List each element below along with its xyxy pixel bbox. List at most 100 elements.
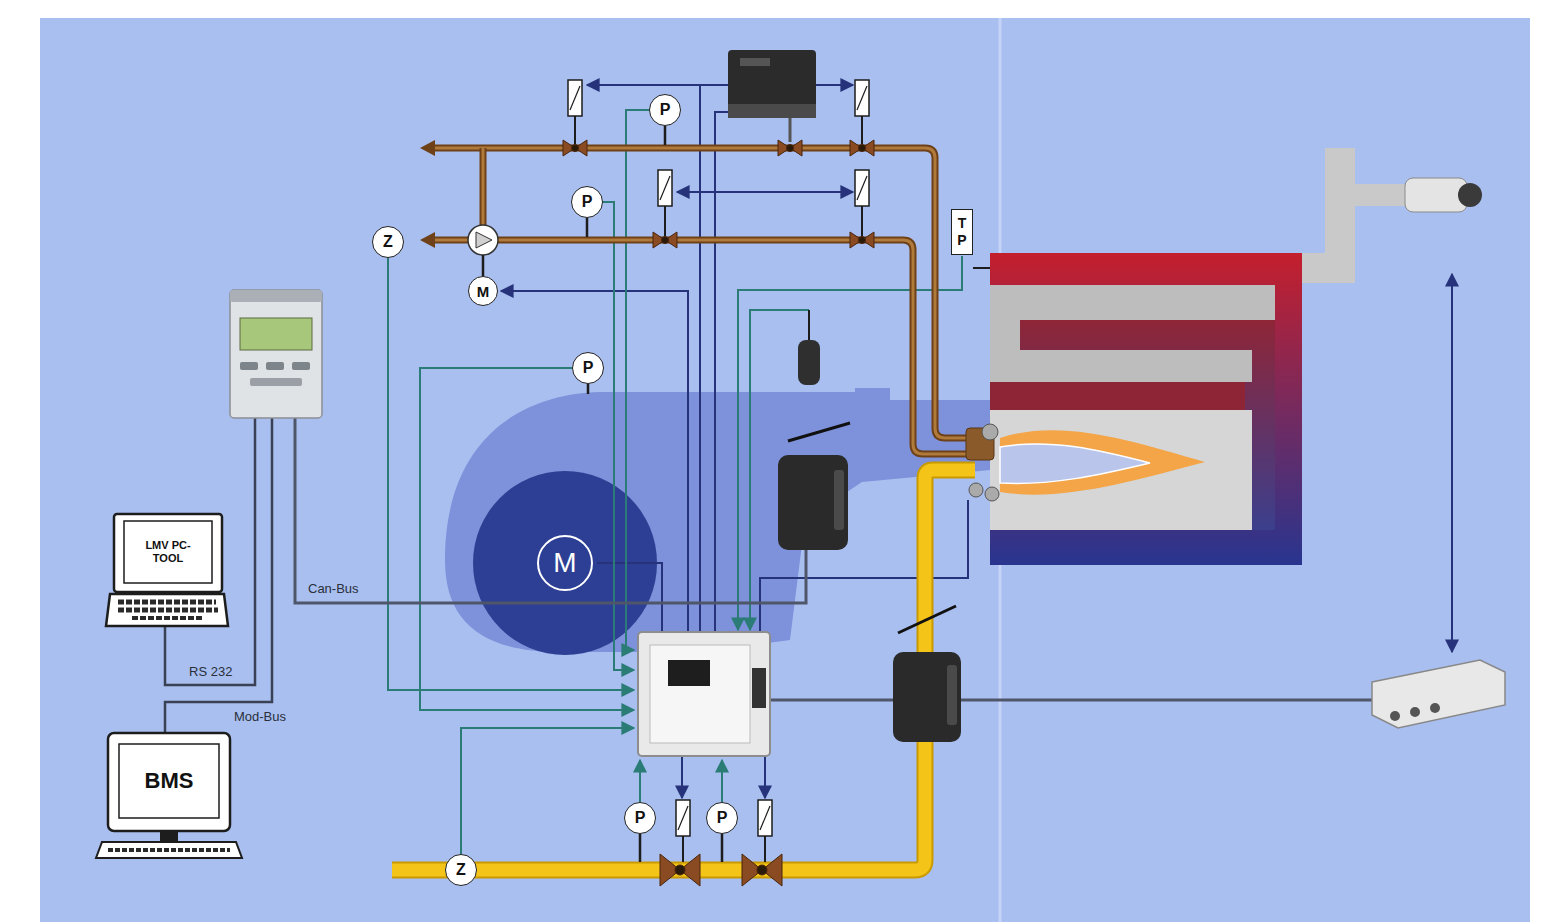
node-text: P xyxy=(660,102,671,118)
oil-pipes xyxy=(586,218,589,237)
display-unit xyxy=(240,318,312,350)
wires xyxy=(388,258,634,690)
chimney xyxy=(1340,184,1412,206)
bms-computer xyxy=(160,831,178,842)
valves xyxy=(662,237,669,244)
wires xyxy=(295,418,806,603)
temperature-pressure-sensor: T P xyxy=(951,209,973,255)
solenoids xyxy=(574,116,576,144)
bus-label: Mod-Bus xyxy=(232,709,288,725)
valves xyxy=(787,145,794,152)
wires xyxy=(681,757,683,798)
pressure-switch: P xyxy=(624,802,656,834)
solenoids xyxy=(861,116,863,144)
bms-computer xyxy=(96,842,242,858)
wires xyxy=(1451,274,1453,652)
solenoids xyxy=(568,80,582,116)
valves xyxy=(563,140,874,886)
chimney xyxy=(1458,183,1482,207)
burner-controller xyxy=(752,668,766,708)
oil-pipes xyxy=(482,255,485,276)
flame-relay-box xyxy=(1430,703,1440,713)
wires xyxy=(420,368,634,710)
burner-nozzle xyxy=(982,424,998,440)
burner-controller xyxy=(650,645,750,743)
burner-nozzle xyxy=(985,487,999,501)
solenoids xyxy=(760,806,770,830)
pressure-switch: P xyxy=(572,352,604,384)
solenoids xyxy=(568,80,869,862)
burner-controller xyxy=(668,660,710,686)
oil-pipes xyxy=(420,140,435,156)
wires xyxy=(626,110,649,650)
wires xyxy=(973,267,990,269)
pc-tool-screen: LMV PC-TOOL xyxy=(125,522,211,582)
oil-pipes xyxy=(482,148,485,226)
oil-pipes xyxy=(664,126,667,145)
burner-controller xyxy=(638,632,770,756)
valves xyxy=(859,145,866,152)
solenoids xyxy=(676,800,690,836)
bus-label: Can-Bus xyxy=(306,581,361,597)
bms-computer xyxy=(108,733,230,831)
flame xyxy=(1000,430,1205,495)
bus-label: RS 232 xyxy=(187,664,234,680)
node-text: P xyxy=(635,810,646,826)
wires xyxy=(165,85,1452,854)
oil-pipes xyxy=(432,148,975,438)
laptop xyxy=(118,608,218,613)
chimney xyxy=(1405,178,1467,212)
gas-pipe xyxy=(392,470,975,870)
solenoids xyxy=(857,86,867,110)
wires xyxy=(677,191,853,193)
actuators xyxy=(893,652,961,742)
fan-housing xyxy=(445,388,990,655)
node-text: P xyxy=(583,360,594,376)
actuators xyxy=(834,470,844,530)
bms-screen: BMS xyxy=(120,745,218,817)
gas-pipe xyxy=(721,834,724,862)
display-unit xyxy=(240,362,258,370)
flame-relay-box xyxy=(1390,711,1400,721)
bms-computer xyxy=(108,848,230,852)
wires xyxy=(764,757,766,798)
oil-pipes xyxy=(432,148,975,438)
flame-relay-box xyxy=(1410,707,1420,717)
laptop xyxy=(118,600,216,605)
actuators xyxy=(898,606,956,633)
oil-pipes xyxy=(432,240,975,454)
bms-computer xyxy=(119,744,219,818)
wires xyxy=(461,728,634,854)
boiler xyxy=(990,285,1275,530)
node-text: M xyxy=(553,549,576,577)
node-text: LMV PC-TOOL xyxy=(137,539,199,565)
oil-pipes xyxy=(420,126,975,454)
node-text: T P xyxy=(956,215,968,250)
actuators xyxy=(778,455,848,550)
burner-nozzle xyxy=(966,424,999,501)
pressure-switch: P xyxy=(706,802,738,834)
solenoids xyxy=(664,206,666,236)
actuators xyxy=(947,665,957,725)
wires xyxy=(721,760,723,802)
valves xyxy=(572,145,579,152)
wires xyxy=(715,112,728,632)
actuators xyxy=(789,118,792,142)
solenoids xyxy=(682,836,684,862)
flame-relay-box xyxy=(1372,660,1505,728)
valves xyxy=(675,865,685,875)
laptop xyxy=(124,521,212,583)
flame xyxy=(1000,430,1205,495)
node-text: M xyxy=(477,284,490,299)
node-text: P xyxy=(717,810,728,826)
actuators xyxy=(788,423,850,441)
flame xyxy=(1000,444,1150,484)
fuel-meter-symbol: Z xyxy=(445,854,477,886)
node-text: BMS xyxy=(145,768,194,794)
actuators xyxy=(808,310,810,340)
